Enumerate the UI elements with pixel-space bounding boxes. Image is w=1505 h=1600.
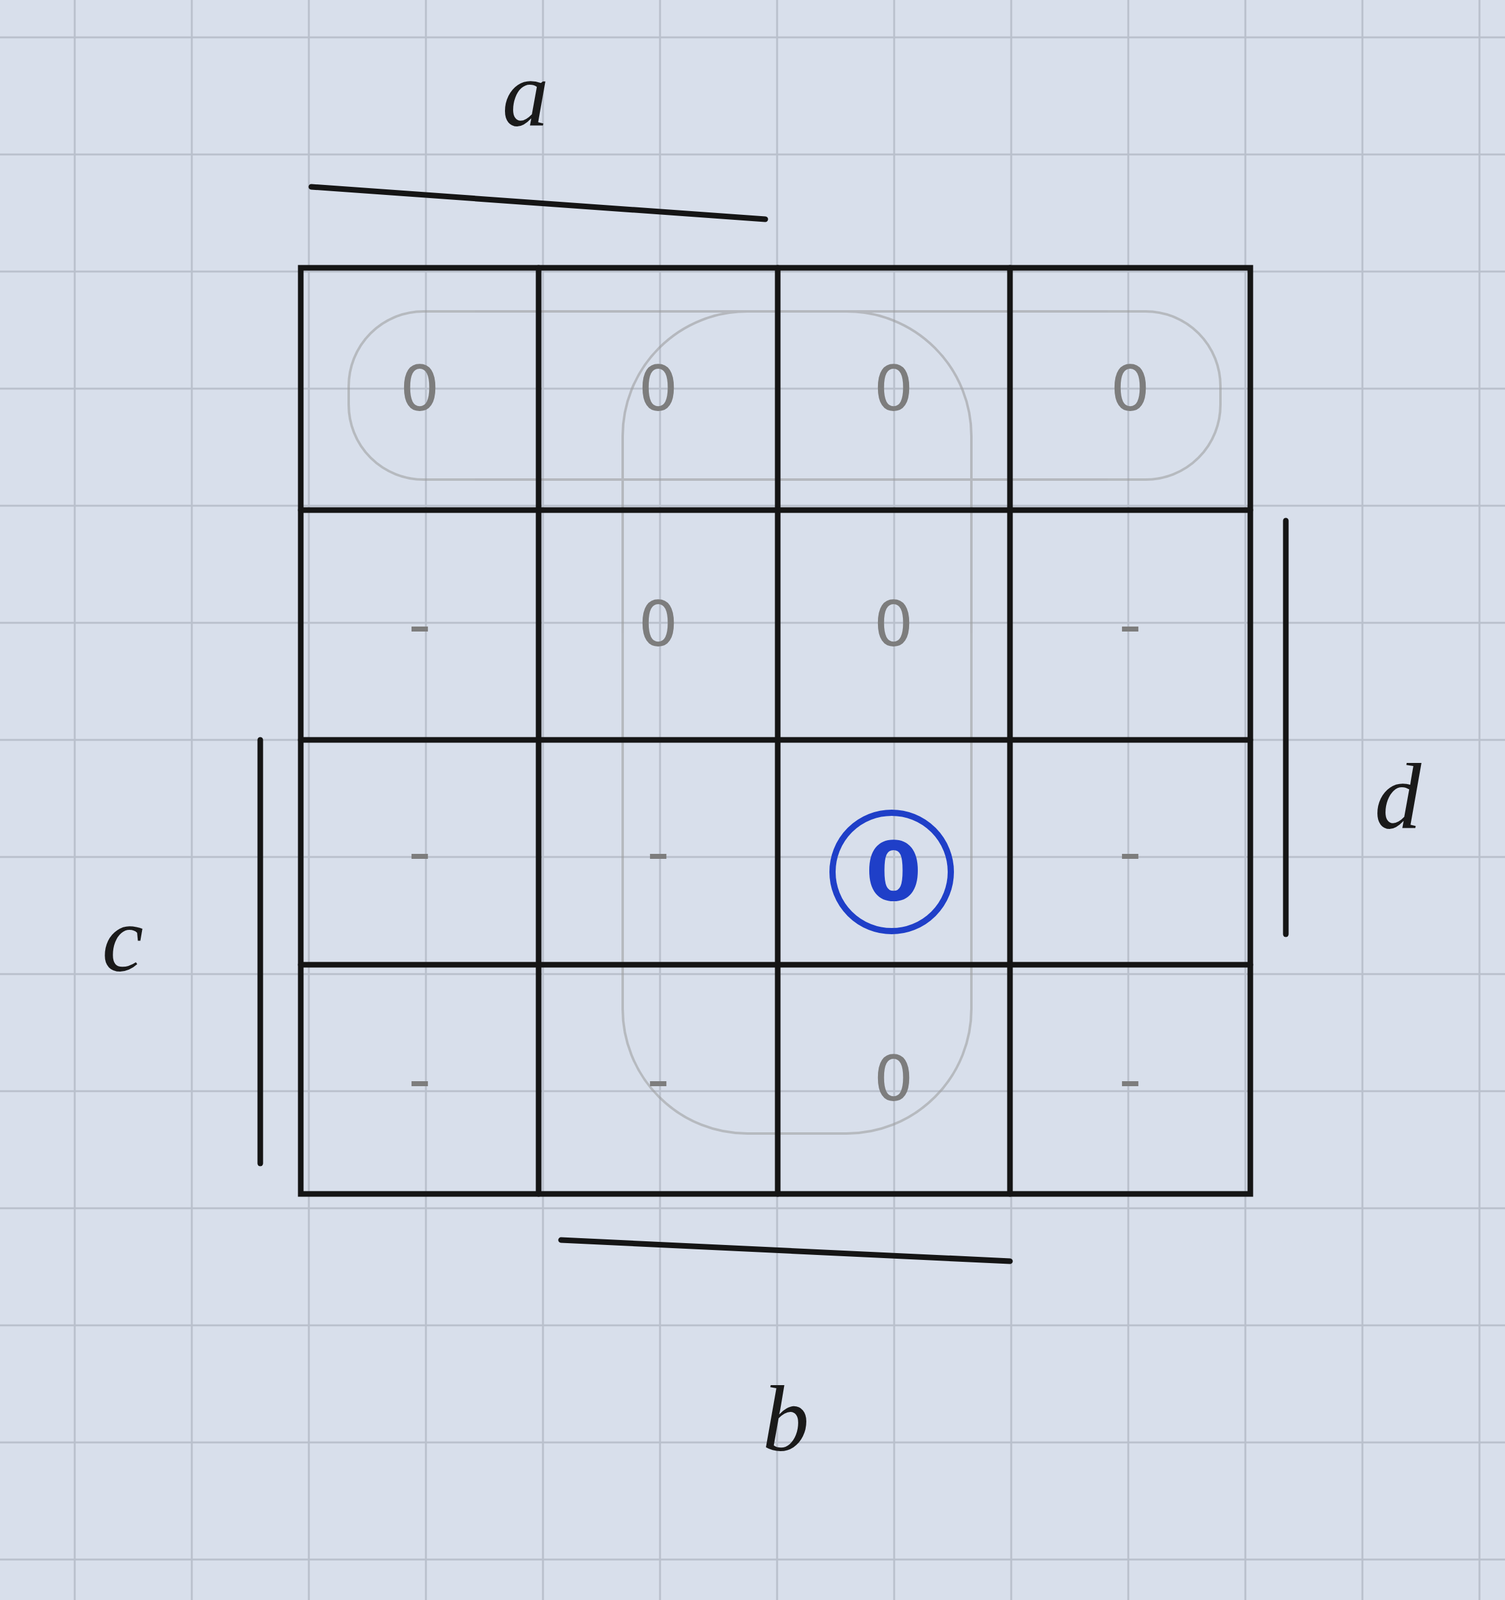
cell-value: - xyxy=(408,820,431,883)
cell-value: 0 xyxy=(873,358,914,421)
cell-value: - xyxy=(646,820,670,883)
cell-value: - xyxy=(646,1047,670,1111)
kmap-grid xyxy=(300,267,1251,1194)
cell-value: - xyxy=(408,1047,431,1111)
highlight-circle xyxy=(832,812,951,931)
cell-value: 0 xyxy=(638,358,679,421)
cell-value: 0 xyxy=(1110,358,1151,421)
variable-label: b xyxy=(762,1371,810,1466)
cell-value: - xyxy=(1118,593,1142,656)
cell-value: - xyxy=(408,593,431,656)
cell-value: 0 xyxy=(399,358,440,421)
variable-label: d xyxy=(1374,749,1422,843)
cell-value: - xyxy=(1118,1047,1142,1111)
cell-value: - xyxy=(1118,820,1142,883)
pencil-groups xyxy=(348,311,1221,1134)
cell-value: 0 xyxy=(873,1047,914,1111)
cell-value: 0 xyxy=(865,831,922,913)
variable-label: a xyxy=(502,46,550,141)
cell-value: 0 xyxy=(638,593,679,656)
variable-bars xyxy=(260,186,1286,1261)
cell-value: 0 xyxy=(873,593,914,656)
variable-label: c xyxy=(102,892,144,986)
